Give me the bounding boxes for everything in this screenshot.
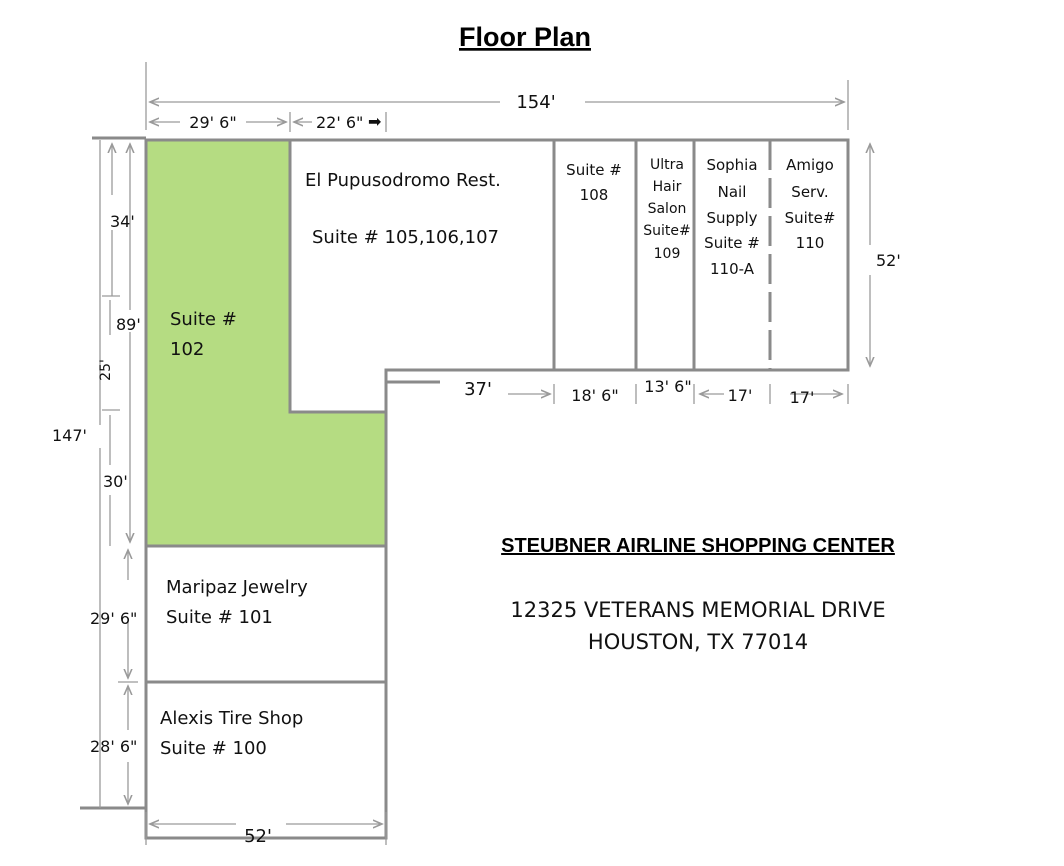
center-address-line1: 12325 VETERANS MEMORIAL DRIVE [510,598,885,622]
page-title: Floor Plan [459,22,591,52]
suite-101-number: Suite # 101 [166,607,273,628]
svg-text:Ultra: Ultra [650,157,684,173]
dim-mid-37: 37' [464,379,492,400]
svg-text:Suite #: Suite # [704,234,760,252]
svg-text:Salon: Salon [648,201,687,217]
svg-text:Supply: Supply [706,209,757,227]
suite-102-label: Suite # [170,309,237,330]
dim-mid-109: 13' 6" [644,377,691,396]
dim-top-total: 154' [516,92,555,113]
svg-text:110: 110 [796,234,825,252]
suite-105-number: Suite # 105,106,107 [312,227,499,248]
svg-text:109: 109 [654,246,681,262]
dim-top-mid: 22' 6" [316,113,363,132]
svg-text:Suite#: Suite# [643,223,690,239]
dim-bottom: 52' [244,826,272,847]
suite-102-area [146,140,386,546]
svg-text:Serv.: Serv. [791,183,828,201]
svg-text:Sophia: Sophia [706,156,757,174]
dim-left-total: 147' [52,426,87,445]
dim-top-left: 29' 6" [189,113,236,132]
dim-left-34: 34' [110,212,135,231]
dim-right: 52' [876,251,901,270]
suite-100-name: Alexis Tire Shop [160,708,303,729]
dim-left-89: 89' [116,315,141,334]
suite-101-name: Maripaz Jewelry [166,577,308,598]
center-name: STEUBNER AIRLINE SHOPPING CENTER [501,535,895,557]
dim-mid-110: 17' [790,388,815,407]
center-address-line2: HOUSTON, TX 77014 [588,630,808,654]
svg-text:Suite#: Suite# [785,209,836,227]
suite-100-number: Suite # 100 [160,738,267,759]
dim-left-100: 28' 6" [90,737,137,756]
dim-mid-110a: 17' [728,386,753,405]
dim-left-101: 29' 6" [90,609,137,628]
suite-110-label: Amigo Serv. Suite# 110 [785,156,836,252]
dim-left-30: 30' [103,472,128,491]
suite-108-number: 108 [580,186,609,204]
arrow-right-icon: ➡ [368,112,381,131]
dimension-lines [99,62,870,845]
svg-text:Nail: Nail [718,183,747,201]
suite-105-name: El Pupusodromo Rest. [305,170,501,191]
suite-108-label: Suite # [566,161,622,179]
svg-text:Hair: Hair [653,179,682,195]
suite-109-label: Ultra Hair Salon Suite# 109 [643,157,690,262]
dim-left-25: 25' [98,359,114,381]
svg-text:Amigo: Amigo [786,156,834,174]
suite-102-number: 102 [170,339,204,360]
dim-mid-108: 18' 6" [571,386,618,405]
suite-110a-label: Sophia Nail Supply Suite # 110-A [704,156,760,278]
svg-text:110-A: 110-A [710,260,755,278]
